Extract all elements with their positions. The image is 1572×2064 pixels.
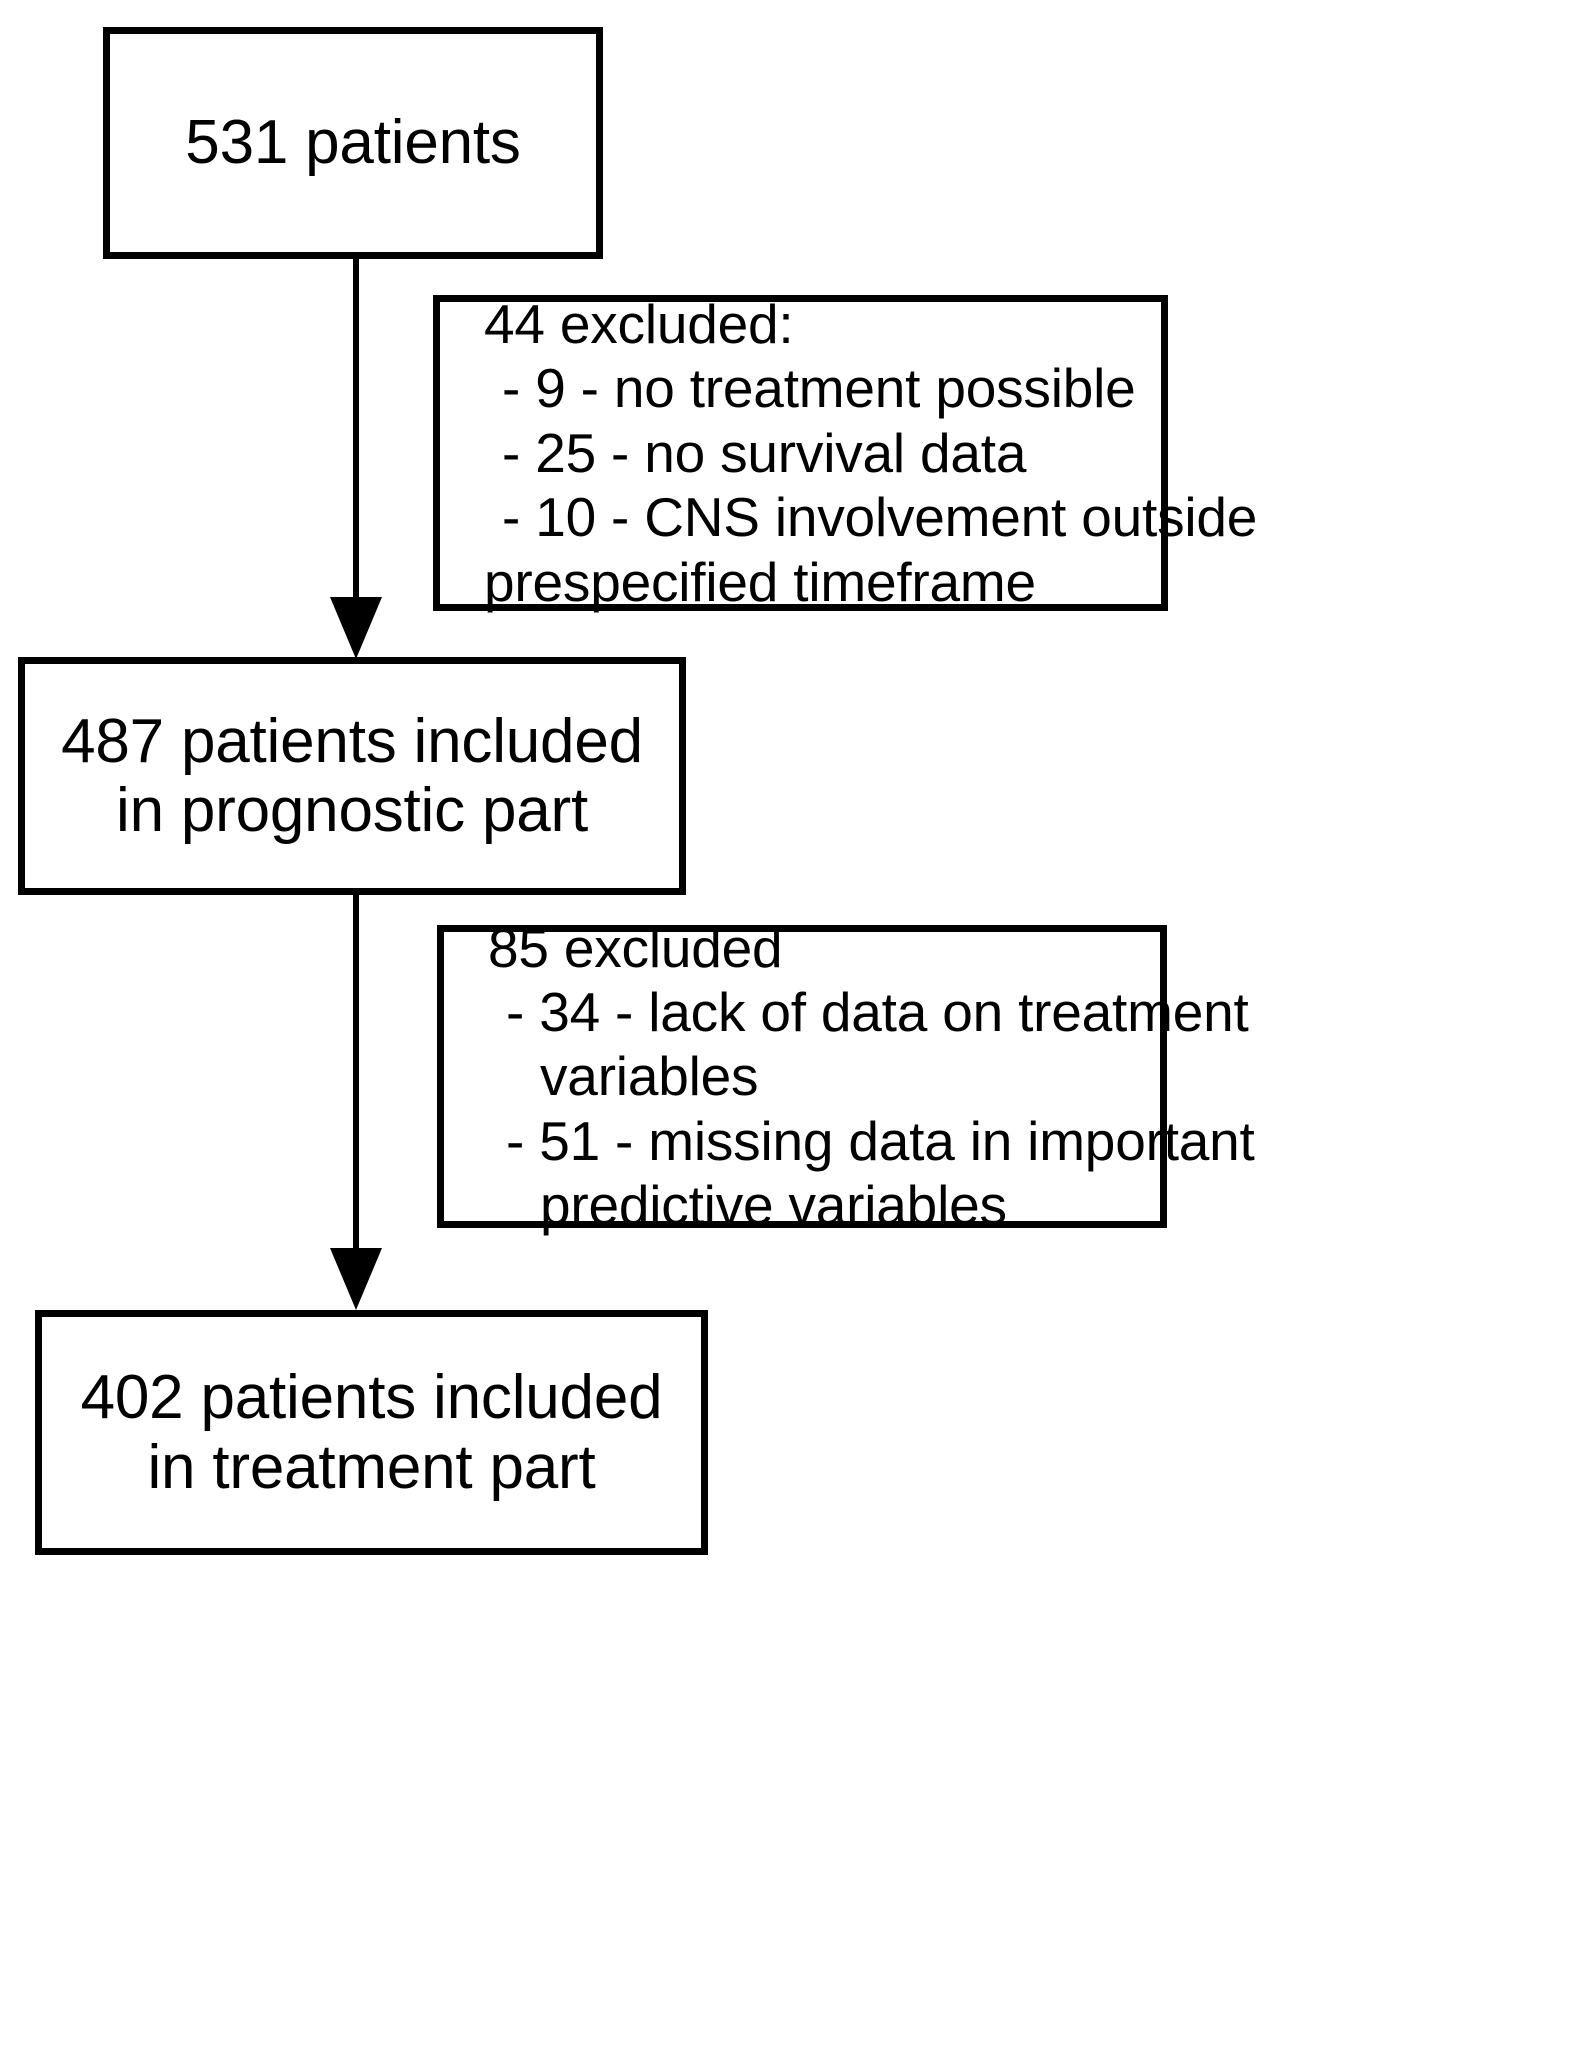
exclusion-second-item-2: - 51 - missing data in important	[506, 1109, 1255, 1172]
arrow-total-to-prognostic	[330, 259, 382, 659]
arrow-shaft	[353, 259, 359, 604]
exclusion-first-item-3-cont: prespecified timeframe	[484, 550, 1036, 613]
arrow-prognostic-to-treatment	[330, 895, 382, 1315]
node-total-patients-label: 531 patients	[185, 108, 521, 178]
exclusion-box-second: 85 excluded - 34 - lack of data on treat…	[437, 917, 1255, 1236]
exclusion-first-item-2: - 25 - no survival data	[502, 421, 1027, 484]
node-treatment-line-1: 402 patients included	[80, 1363, 663, 1433]
exclusion-second-item-2-cont: predictive variables	[540, 1174, 1007, 1237]
exclusion-second-item-1-cont: variables	[540, 1045, 759, 1108]
node-prognostic-patients: 487 patients included in prognostic part	[18, 657, 686, 895]
node-prognostic-line-1: 487 patients included	[61, 706, 643, 776]
arrowhead-down-icon	[330, 597, 382, 659]
exclusion-box-first: 44 excluded: - 9 - no treatment possible…	[433, 293, 1257, 613]
exclusion-second-item-1: - 34 - lack of data on treatment	[506, 980, 1249, 1043]
exclusion-first-item-1: - 9 - no treatment possible	[502, 357, 1136, 420]
node-treatment-patients: 402 patients included in treatment part	[35, 1310, 708, 1555]
arrow-shaft	[353, 895, 359, 1255]
node-total-patients: 531 patients	[103, 27, 603, 259]
exclusion-second-heading: 85 excluded	[488, 916, 783, 979]
exclusion-first-heading: 44 excluded:	[484, 293, 794, 356]
exclusion-first-item-3: - 10 - CNS involvement outside	[502, 486, 1258, 549]
arrowhead-down-icon	[330, 1248, 382, 1310]
node-treatment-line-2: in treatment part	[147, 1432, 596, 1502]
node-prognostic-line-2: in prognostic part	[116, 776, 588, 845]
